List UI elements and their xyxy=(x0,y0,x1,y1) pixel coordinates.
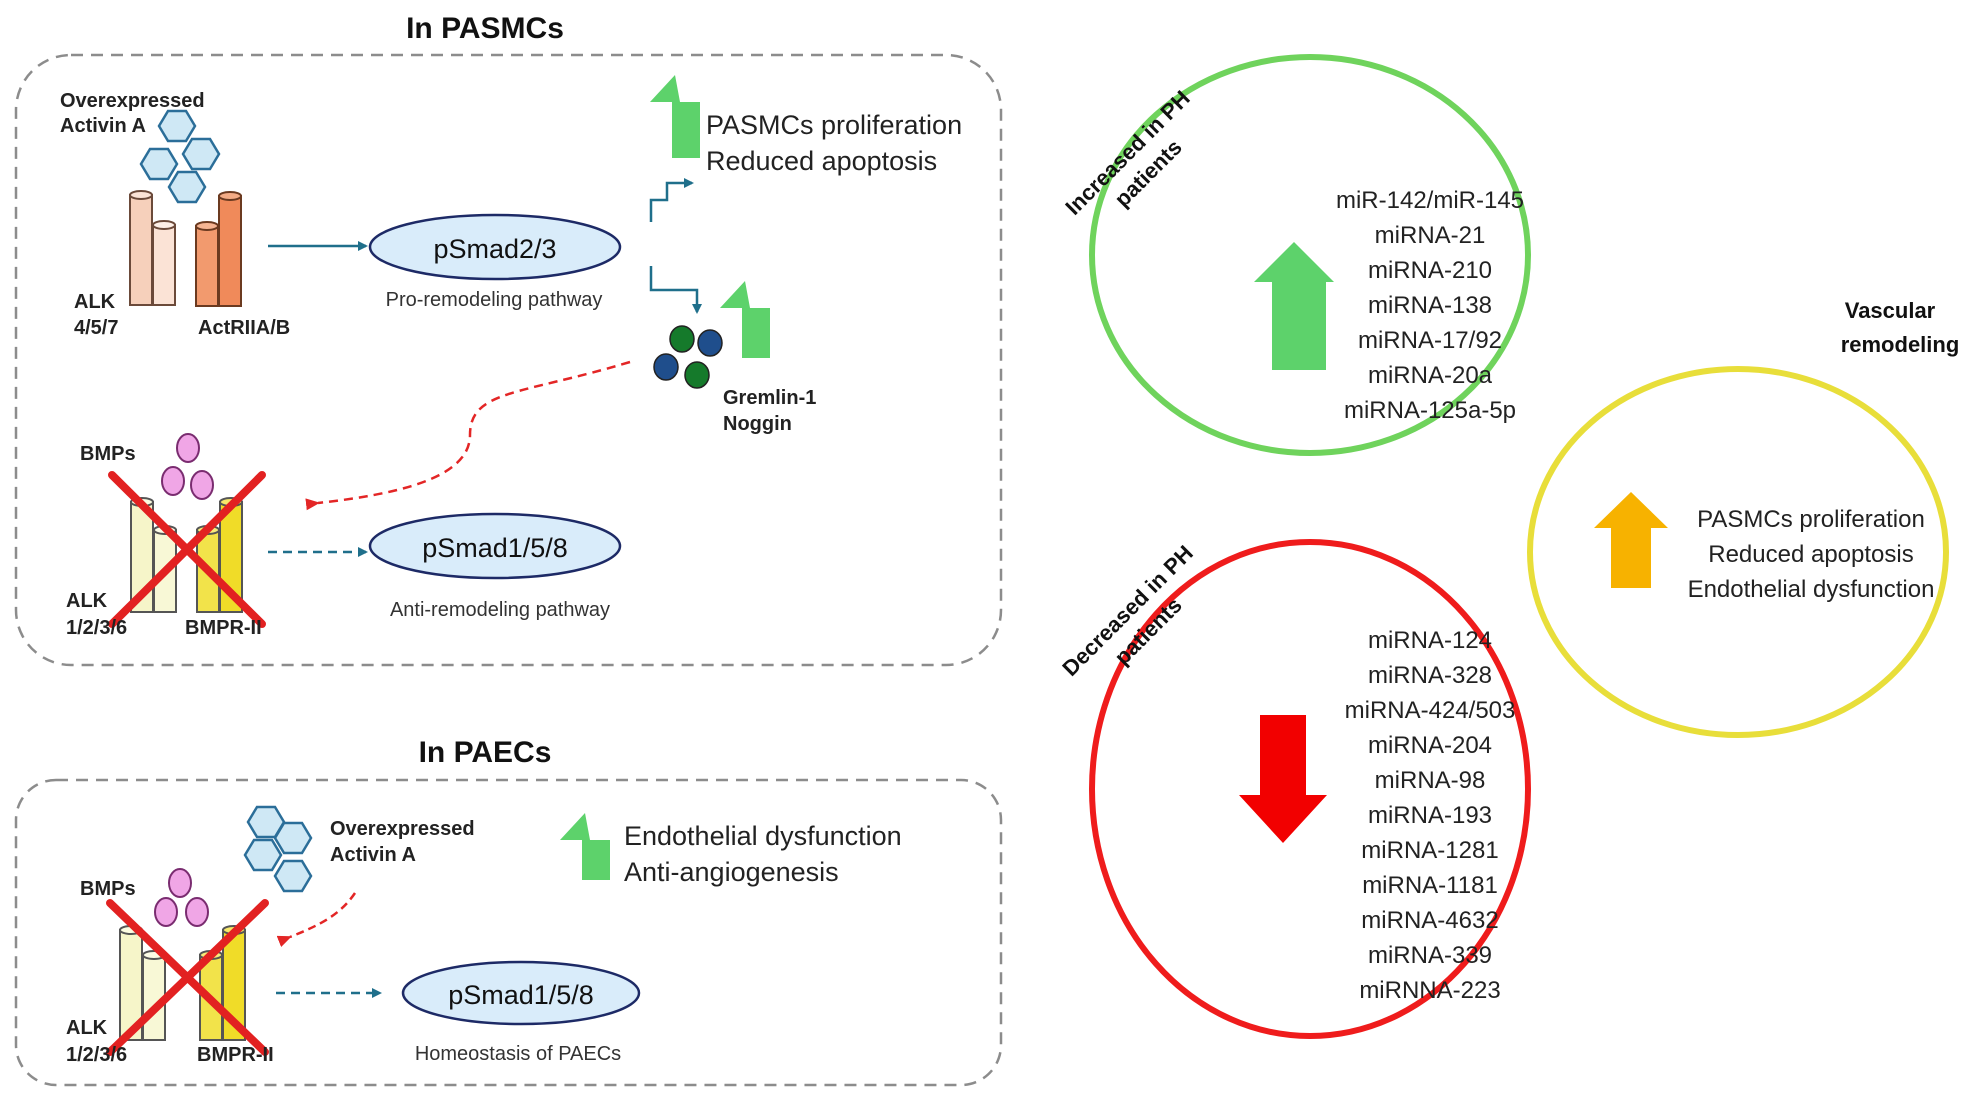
increased-circle xyxy=(1089,54,1531,456)
orange-up-arrow-icon xyxy=(1594,492,1668,588)
decreased-mirna-item: miRNA-4632 xyxy=(1361,907,1498,934)
pasmc-alk-top-line2: 4/5/7 xyxy=(74,317,118,339)
increased-mirna-item: miRNA-125a-5p xyxy=(1344,397,1516,424)
anti-remodeling-label: Anti-remodeling pathway xyxy=(390,599,610,621)
decreased-mirna-item: miRNA-339 xyxy=(1368,942,1492,969)
paec-effect-2: Anti-angiogenesis xyxy=(624,857,839,887)
increased-mirna-item: miR-142/miR-145 xyxy=(1336,187,1524,214)
pasmc-actr-label: ActRIIA/B xyxy=(198,317,290,339)
inhibition-dashed-curve xyxy=(276,892,357,948)
pasmc-activin-label-line1: Overexpressed xyxy=(60,90,205,112)
paec-bmpr-label: BMPR-II xyxy=(197,1044,274,1066)
homeostasis-label: Homeostasis of PAECs xyxy=(415,1043,621,1065)
psmad23-node xyxy=(368,213,622,281)
increased-mirna-item: miRNA-17/92 xyxy=(1358,327,1502,354)
pasmc-alk-top-line1: ALK xyxy=(74,291,116,313)
activin-a-hexagons xyxy=(243,805,313,893)
pasmc-bmps-label: BMPs xyxy=(80,443,136,465)
pasmc-activin-label-line2: Activin A xyxy=(60,115,146,137)
blocked-x-icon xyxy=(106,899,269,1056)
paec-alk-line2: 1/2/3/6 xyxy=(66,1044,127,1066)
decreased-mirna-item: miRNA-1281 xyxy=(1361,837,1498,864)
increased-mirna-item: miRNA-138 xyxy=(1368,292,1492,319)
pasmc-panel: In PASMCs Overexpressed Activin A ALK 4/… xyxy=(14,12,1003,667)
blocked-x-icon xyxy=(108,471,266,628)
pasmc-box xyxy=(14,53,1003,667)
branch-arrow-up xyxy=(649,178,694,222)
gremlin-label: Gremlin-1 xyxy=(723,387,816,409)
increased-mirna-item: miRNA-21 xyxy=(1375,222,1486,249)
pasmc-psmad158-label: pSmad1/5/8 xyxy=(422,533,568,563)
noggin-label: Noggin xyxy=(723,413,792,435)
activin-hexagon xyxy=(167,170,207,204)
pasmc-effect-2: Reduced apoptosis xyxy=(706,146,937,176)
bmp-ligands xyxy=(154,868,209,927)
activin-hexagon xyxy=(243,838,283,872)
increased-mirna-list: miR-142/miR-145 miRNA-21 miRNA-210 miRNA… xyxy=(1336,187,1524,424)
decreased-mirna-item: miRNA-328 xyxy=(1368,662,1492,689)
green-up-arrow-icon xyxy=(650,75,700,158)
paec-psmad158-node xyxy=(401,960,641,1026)
green-up-arrow-icon xyxy=(720,281,770,358)
branch-arrow-down xyxy=(649,266,702,314)
inhibition-dashed-curve xyxy=(305,360,631,511)
psmad23-label: pSmad2/3 xyxy=(433,234,556,264)
vascular-label-line2: remodeling xyxy=(1841,332,1960,357)
decreased-mirna-item: miRNA-124 xyxy=(1368,627,1492,654)
pasmc-title: In PASMCs xyxy=(406,12,564,45)
alk-457-receptor xyxy=(129,190,176,306)
activin-hexagon xyxy=(139,147,179,181)
paec-psmad158-label: pSmad1/5/8 xyxy=(448,980,594,1010)
decreased-mirna-item: miRNA-424/503 xyxy=(1345,697,1516,724)
gremlin-noggin-circles xyxy=(653,325,723,389)
activin-a-hexagons xyxy=(139,109,221,204)
paec-title: In PAECs xyxy=(419,736,552,769)
increased-mirna-item: miRNA-210 xyxy=(1368,257,1492,284)
paec-bmps-label: BMPs xyxy=(80,878,136,900)
actriiab-receptor xyxy=(195,191,242,307)
decreased-mirna-item: miRNA-193 xyxy=(1368,802,1492,829)
paec-effect-1: Endothelial dysfunction xyxy=(624,821,902,851)
pasmc-alk-bot-line2: 1/2/3/6 xyxy=(66,617,127,639)
decreased-mirna-item: miRNA-1181 xyxy=(1362,872,1498,899)
decreased-mirna-item: miRNA-204 xyxy=(1368,732,1492,759)
paec-box xyxy=(14,778,1003,1087)
vascular-label-line1: Vascular xyxy=(1845,298,1936,323)
decreased-mirna-item: miRNNA-223 xyxy=(1359,977,1500,1004)
increased-mirna-item: miRNA-20a xyxy=(1368,362,1493,389)
pro-remodeling-label: Pro-remodeling pathway xyxy=(386,289,603,311)
activin-hexagon xyxy=(157,109,197,143)
vascular-effect-item: Reduced apoptosis xyxy=(1708,541,1913,568)
paec-activin-label-line2: Activin A xyxy=(330,844,416,866)
paec-alk-line1: ALK xyxy=(66,1017,108,1039)
paec-panel: In PAECs Overexpressed Activin A Endothe… xyxy=(14,736,1003,1087)
pasmc-bmpr-label: BMPR-II xyxy=(185,617,262,639)
vascular-effect-item: Endothelial dysfunction xyxy=(1688,576,1935,603)
pasmc-psmad158-node xyxy=(368,512,622,580)
pasmc-effect-1: PASMCs proliferation xyxy=(706,110,962,140)
red-down-arrow-icon xyxy=(1239,715,1327,843)
mirna-venn: Increased in PH patients Decreased in PH… xyxy=(1057,54,1960,1039)
bmp-ligands xyxy=(161,433,214,500)
decreased-circle xyxy=(1089,539,1531,1039)
vascular-effect-item: PASMCs proliferation xyxy=(1697,506,1925,533)
activin-hexagon xyxy=(181,137,221,171)
activin-hexagon xyxy=(273,859,313,893)
vascular-remodeling-circle xyxy=(1527,366,1949,738)
pasmc-alk-bot-line1: ALK xyxy=(66,590,108,612)
decreased-mirna-list: miRNA-124 miRNA-328 miRNA-424/503 miRNA-… xyxy=(1345,627,1516,1004)
green-up-arrow-icon xyxy=(560,813,610,880)
decreased-mirna-item: miRNA-98 xyxy=(1375,767,1486,794)
paec-activin-label-line1: Overexpressed xyxy=(330,818,475,840)
activin-hexagon xyxy=(273,821,313,855)
vascular-effects-list: PASMCs proliferation Reduced apoptosis E… xyxy=(1688,506,1935,603)
green-up-arrow-icon xyxy=(1254,242,1334,370)
